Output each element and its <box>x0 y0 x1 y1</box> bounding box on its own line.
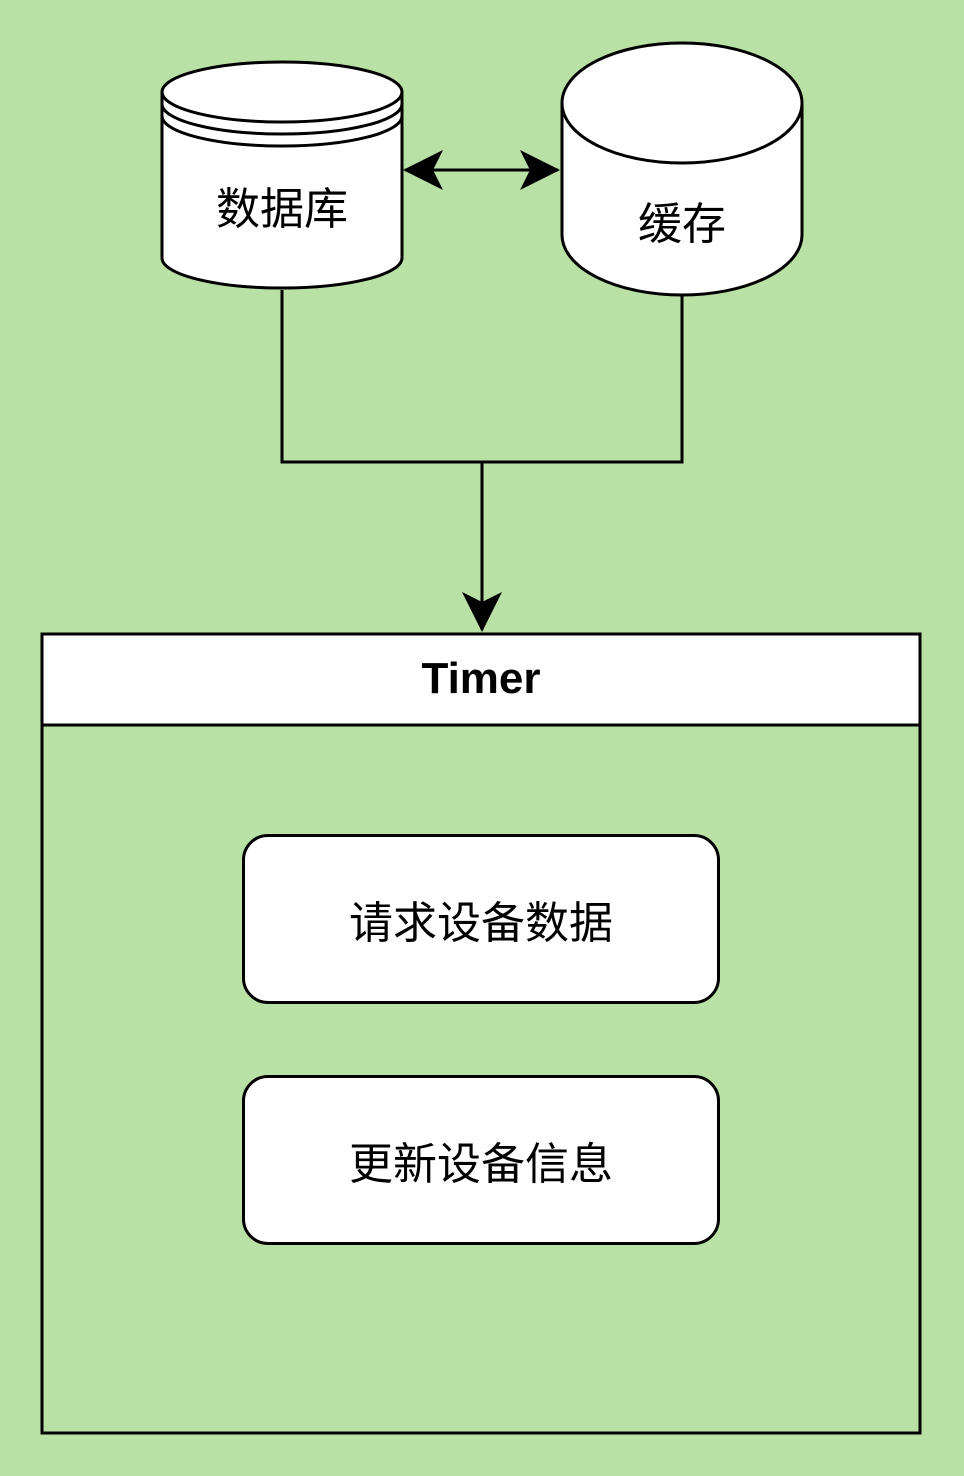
db-connector <box>280 290 482 464</box>
task-update-device-info: 更新设备信息 <box>242 1075 720 1245</box>
cache-label: 缓存 <box>638 199 726 250</box>
cache-cylinder <box>560 41 804 297</box>
database-label: 数据库 <box>216 184 348 235</box>
task-request-device-data: 请求设备数据 <box>242 834 720 1004</box>
timer-title: Timer <box>421 653 541 703</box>
database-cylinder <box>160 60 404 290</box>
cache-connector <box>482 296 684 464</box>
timer-container <box>40 632 922 1435</box>
